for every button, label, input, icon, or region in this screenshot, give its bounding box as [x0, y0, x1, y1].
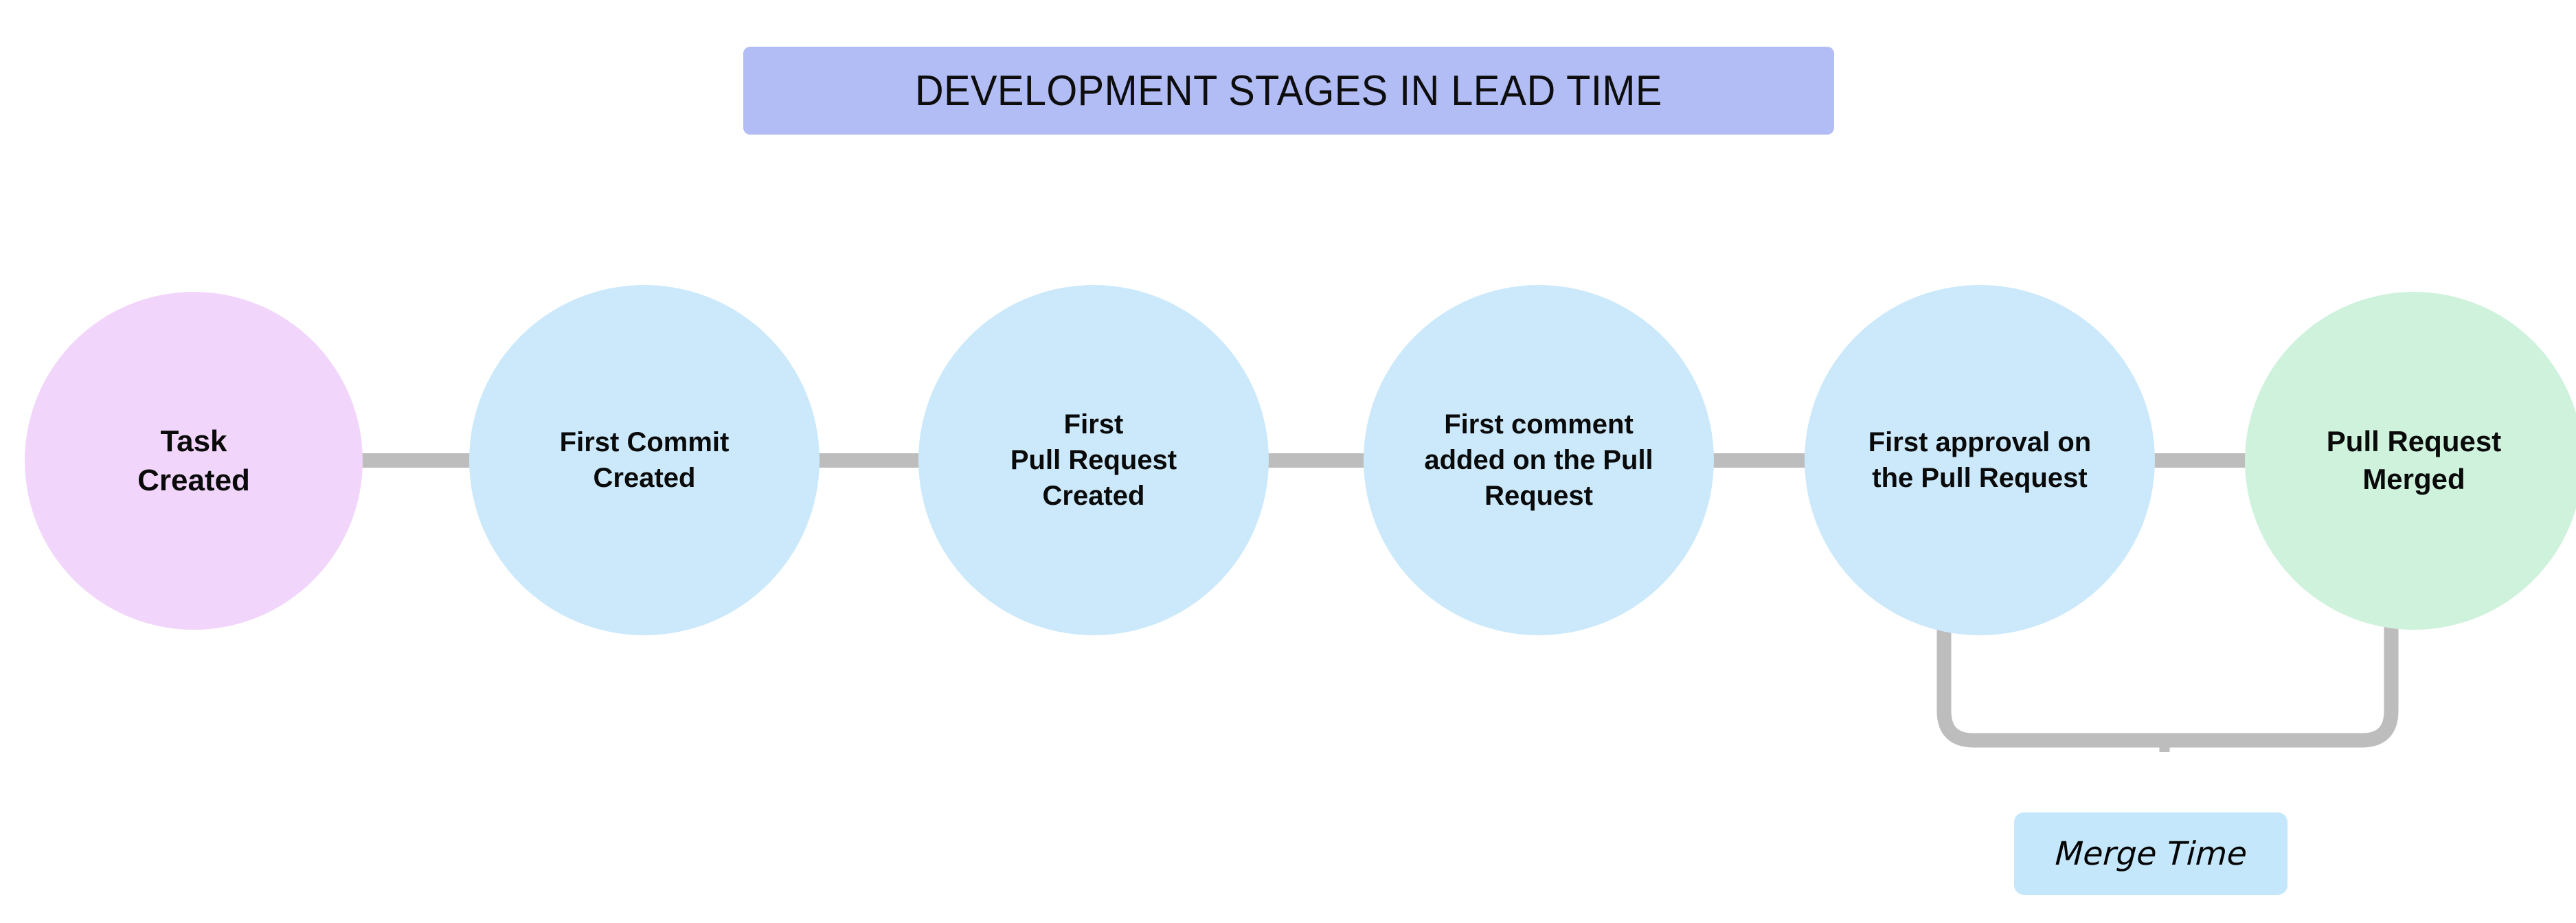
stage-node-first-approval-on-pull-request[interactable]: First approval on the Pull Request [1805, 285, 2155, 635]
connector-first-comment-to-first-approval [1691, 453, 1814, 468]
connector-first-commit-to-first-pull-request [797, 453, 927, 468]
stage-node-task-created[interactable]: Task Created [25, 292, 363, 630]
stage-node-first-commit-created[interactable]: First Commit Created [469, 285, 820, 635]
connector-first-approval-to-pull-request-merged [2135, 453, 2256, 468]
stage-label-first-pull-request-created: First Pull Request Created [1010, 409, 1177, 511]
stage-label-task-created: Task Created [137, 424, 250, 497]
connector-task-created-to-first-commit [352, 453, 479, 468]
stage-node-first-comment-on-pull-request[interactable]: First comment added on the Pull Request [1364, 285, 1714, 635]
merge-time-callout[interactable]: Merge Time [2014, 812, 2287, 895]
stage-label-first-commit-created: First Commit Created [559, 427, 730, 493]
diagram-title-banner: DEVELOPMENT STAGES IN LEAD TIME [743, 47, 1834, 135]
page-title: DEVELOPMENT STAGES IN LEAD TIME [915, 67, 1662, 115]
stage-label-first-approval-on-pull-request: First approval on the Pull Request [1868, 427, 2092, 493]
stage-label-first-comment-on-pull-request: First comment added on the Pull Request [1424, 409, 1653, 511]
connector-first-pull-request-to-first-comment [1245, 453, 1372, 468]
stage-node-pull-request-merged[interactable]: Pull Request Merged [2245, 292, 2576, 630]
stage-node-first-pull-request-created[interactable]: First Pull Request Created [918, 285, 1269, 635]
merge-time-bracket-connector [1936, 604, 2400, 752]
merge-time-label: Merge Time [2054, 834, 2248, 873]
stage-label-pull-request-merged: Pull Request Merged [2326, 425, 2502, 495]
